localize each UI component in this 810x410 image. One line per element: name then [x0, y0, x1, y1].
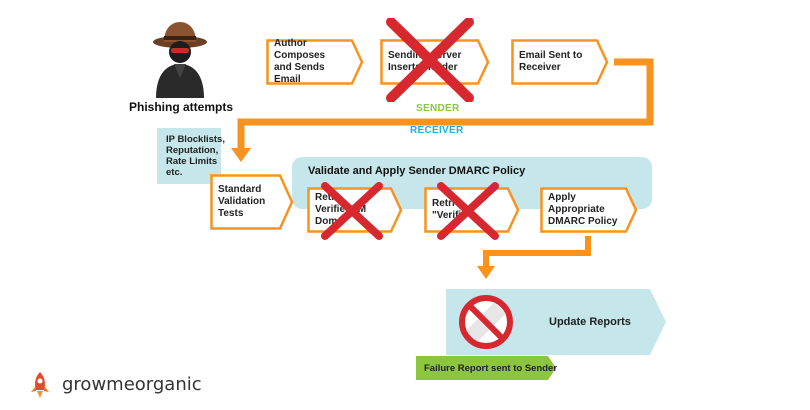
prohibited-icon: [459, 295, 513, 349]
step-label: Standard Validation Tests: [218, 184, 266, 219]
step-label: Email Sent to Receiver: [519, 50, 583, 73]
step-apply-dmarc-policy: Apply Appropriate DMARC Policy: [540, 187, 638, 233]
rocket-icon: [31, 372, 49, 398]
brand-name: growmeorganic: [62, 374, 202, 395]
ip-checks-text: IP Blocklists, Reputation, Rate Limits e…: [166, 134, 225, 178]
actor-label: Phishing attempts: [129, 100, 234, 114]
step-email-sent: Email Sent to Receiver: [511, 39, 609, 85]
sender-zone-label: SENDER: [416, 103, 460, 114]
receiver-zone-label: RECEIVER: [410, 125, 464, 136]
step-author-composes: Author Composes and Sends Email: [266, 38, 364, 85]
step-label: Apply Appropriate DMARC Policy: [548, 192, 618, 227]
step-standard-validation: Standard Validation Tests: [210, 174, 294, 230]
step-label: Retri "Verifi: [432, 198, 462, 221]
update-reports-label: Update Reports: [549, 316, 631, 328]
arrow-sender-to-receiver: [237, 58, 654, 150]
step-label: Author Composes and Sends Email: [274, 38, 326, 85]
blocked-cross-icon: [321, 182, 383, 240]
arrow-policy-to-reports: [483, 236, 591, 268]
blocked-cross-icon: [386, 18, 474, 102]
failure-report-banner: [416, 356, 556, 380]
hacker-icon: [153, 22, 207, 98]
failure-report-label: Failure Report sent to Sender: [424, 363, 558, 374]
blocked-cross-icon: [437, 182, 499, 240]
dmarc-panel-title: Validate and Apply Sender DMARC Policy: [308, 165, 526, 177]
